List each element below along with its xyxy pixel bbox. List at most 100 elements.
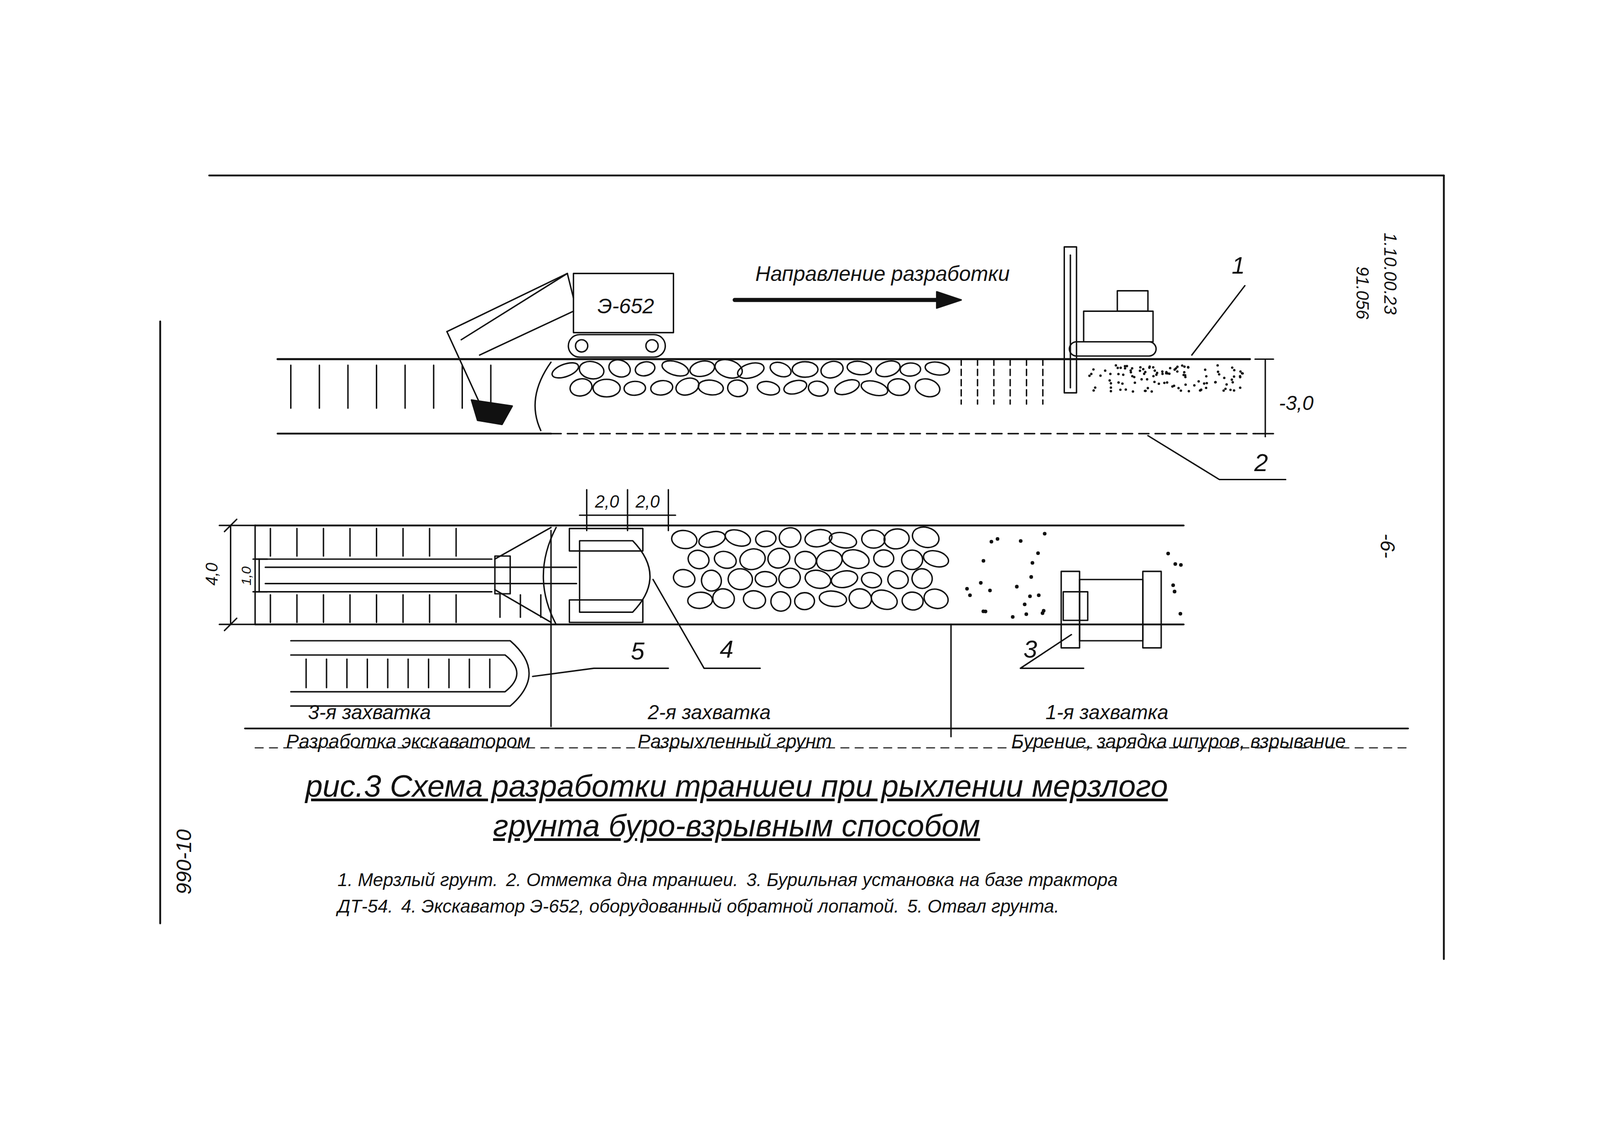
leader-lines [1255,358,1274,360]
loosened-soil [792,361,818,378]
frozen-soil-dots [1168,366,1172,369]
loosened-soil [592,379,621,397]
drill-holes [1025,358,1028,404]
loosened-soil [776,565,804,591]
frozen-soil-dots [1214,381,1217,384]
frozen-soil-dots [1240,372,1243,375]
drill-hole-dots [981,559,986,563]
spoil-hatch [306,659,490,688]
drill-hole-dots [1036,551,1040,556]
direction-arrow [734,291,962,309]
frozen-soil-dots [1138,369,1142,372]
direction-arrow [936,291,962,309]
trench-hatch [349,528,351,556]
dimension-text: 4,0 [202,562,222,586]
trench-hatch [349,594,351,623]
frozen-soil-dots [1103,369,1107,372]
frozen-soil-dots [1142,368,1145,371]
loosened-soil [670,529,698,551]
drill-hole-dots [1018,539,1023,543]
callout-number: 5 [630,637,645,665]
frozen-soil-dots [1155,371,1159,375]
figure-caption: рис.3 Схема разработки траншеи при рыхле… [282,766,1191,846]
drill-hole-dots [1024,612,1029,617]
drill-holes [1042,358,1044,404]
loosened-soil [712,548,739,571]
frozen-soil-dots [1109,372,1112,375]
excavator-plan [265,582,577,585]
frozen-soil-dots [1197,380,1200,383]
spoil-pile [290,654,518,692]
frozen-soil-dots [1231,366,1234,369]
trench-plan [254,623,1184,626]
loosened-soil [846,359,873,376]
frozen-soil-dots [1176,370,1179,373]
frozen-soil-dots [1205,386,1208,390]
trench-hatch [404,365,406,409]
frozen-soil-dots [1146,386,1149,390]
loosened-soil [737,546,768,572]
dimension-lines [253,591,268,593]
drill-hole-dots [1029,575,1034,579]
frozen-soil-dots [1223,376,1226,380]
machine-label: Э-652 [597,294,655,318]
loosened-soil [577,359,606,381]
profile-ground [535,362,551,431]
loosened-soil [846,586,874,611]
drill-hole-dots [1028,594,1032,598]
drill-hole-dots [965,531,1183,619]
note-item: 1. Мерзлый грунт. [337,869,499,890]
frozen-soil-dots [1177,386,1180,390]
drill-hole-dots [1023,602,1027,607]
callout-number: 4 [719,635,734,663]
leader-lines [1148,285,1286,480]
loosened-soil [868,587,900,613]
frozen-soil-dots [1204,368,1207,371]
loosened-soil [782,378,808,397]
callout-number: 1 [1231,252,1246,279]
frozen-soil-dots [1222,389,1225,392]
trench-hatch [402,594,404,623]
excavator-plan [569,599,643,623]
profile-ground [550,432,1256,435]
dimension-lines [586,489,588,531]
frozen-soil-dots [1088,374,1091,377]
trench-hatch [375,594,378,623]
frozen-soil-dots [1183,365,1186,368]
drill-holes [976,358,979,404]
frozen-soil-dots [1179,389,1182,392]
frozen-soil-dots [1217,373,1221,376]
frozen-soil-dots [1183,370,1186,374]
drawing [160,175,1444,960]
loosened-soil [550,356,951,400]
loosened-soil [673,375,702,399]
drill-hole-dots [1014,584,1019,589]
loosened-soil [794,592,815,610]
drill-hole-dots [988,588,993,593]
loosened-soil [649,379,674,397]
frozen-soil-dots [1122,373,1125,376]
drill-hole-dots [1171,583,1175,588]
trench-hatch [432,365,435,409]
note-item: 5. Отвал грунта. [907,896,1060,917]
drill-rig-profile [1117,290,1149,312]
sheet-code: 91.056 [1352,266,1372,320]
trench-hatch [290,365,292,409]
frozen-soil-dots [1108,379,1111,382]
trench-hatch [270,528,541,623]
drill-hole-dots [1166,551,1170,556]
loosened-soil [754,529,777,549]
frozen-soil-dots [1216,370,1220,374]
spoil-hatch [488,659,491,688]
trench-plan [254,591,492,593]
loosened-soil [861,529,886,549]
drill-hole-dots [981,609,986,614]
loosened-soil [803,567,833,591]
trench-hatch [322,594,325,623]
loosened-soil [840,547,872,572]
loosened-soil [873,358,902,380]
loosened-soil [899,362,921,377]
drill-hole-dots [1042,531,1047,536]
spoil-hatch [305,659,307,688]
